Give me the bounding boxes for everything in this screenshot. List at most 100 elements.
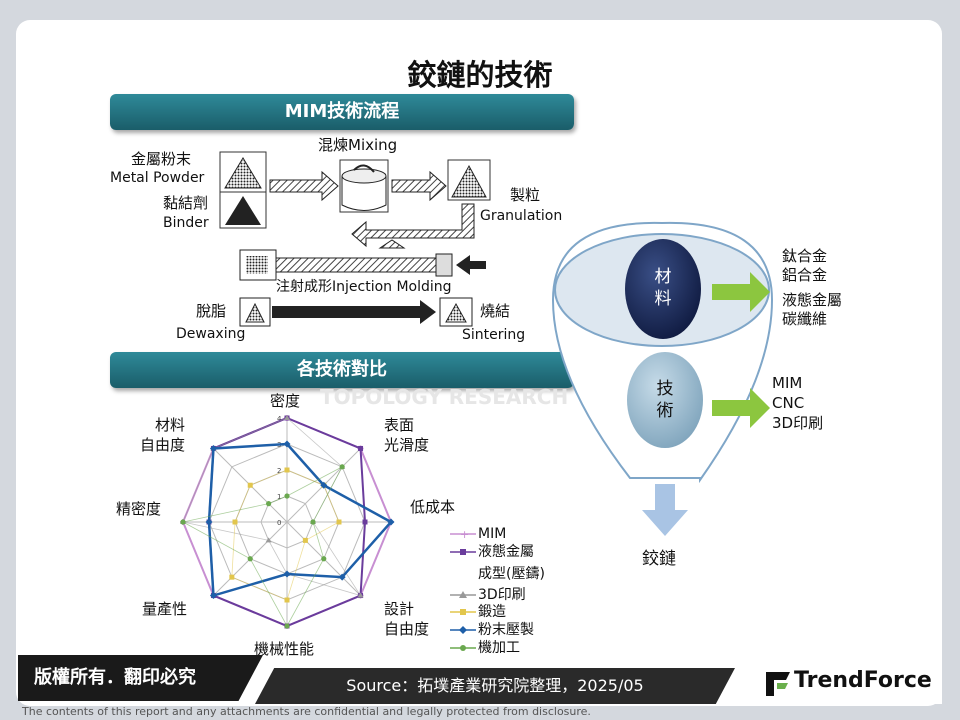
label-binder-en: Binder <box>163 215 209 231</box>
radar-point <box>232 519 238 525</box>
legend-powder-pressing: 粉末壓製 <box>478 622 534 638</box>
radar-point <box>362 519 368 525</box>
radar-point <box>180 519 186 525</box>
radar-point <box>266 501 272 507</box>
radar-point <box>284 415 290 420</box>
legend-machining: 機加工 <box>478 640 520 656</box>
mixer-icon <box>339 159 389 213</box>
radar-axis-label-mass-production: 量產性 <box>142 600 188 618</box>
watermark: TOPOLOGY RESEARCH <box>320 385 569 409</box>
arrow-to-mixer-icon <box>269 170 339 202</box>
radar-tick-label: 4 <box>277 415 282 423</box>
tech-circle-icon <box>627 352 703 448</box>
arrow-to-granulation-icon <box>391 170 447 202</box>
trendforce-logo-text: TrendForce <box>794 668 932 693</box>
footer-disclaimer: The contents of this report and any atta… <box>22 705 591 718</box>
granulation-icon <box>447 159 491 201</box>
radar-axis-label-smoothness-2: 光滑度 <box>384 436 430 454</box>
radar-point <box>284 623 290 629</box>
powder-box-icon <box>219 151 267 193</box>
section-header-mim-process: MIM技術流程 <box>110 94 574 130</box>
radar-point <box>357 592 364 598</box>
tech-item-cnc: CNC <box>772 394 805 412</box>
radar-point <box>284 467 290 473</box>
label-granulation-zh: 製粒 <box>510 186 541 204</box>
radar-point <box>247 556 253 562</box>
svg-text:+: + <box>460 528 469 541</box>
radar-axis-label-mechanical: 機械性能 <box>254 640 315 658</box>
material-circle-label: 材料 <box>654 267 672 309</box>
legend-liquid-metal-1: 液態金屬 <box>478 544 534 560</box>
radar-axis-label-design-1: 設計 <box>384 600 415 618</box>
label-metal-powder-en: Metal Powder <box>110 170 205 186</box>
radar-point <box>302 537 308 543</box>
sintering-icon <box>439 297 473 327</box>
radar-axis-label-smoothness-1: 表面 <box>384 416 415 434</box>
radar-point <box>284 493 290 499</box>
radar-legend-markers: + <box>450 528 476 651</box>
radar-axis-label-material-2: 自由度 <box>140 436 186 454</box>
radar-point <box>247 482 253 488</box>
trendforce-logo: TrendForce <box>760 664 942 704</box>
radar-point <box>339 464 345 470</box>
injection-machine-icon <box>239 239 486 281</box>
radar-tick-label: 2 <box>277 467 281 475</box>
material-item-liquid-metal: 液態金屬 <box>782 291 843 309</box>
tech-item-mim: MIM <box>772 374 803 392</box>
legend-forging: 鍛造 <box>478 604 506 620</box>
green-arrow-material-icon <box>712 272 770 312</box>
legend-mim: MIM <box>478 526 507 542</box>
radar-point <box>336 519 342 525</box>
radar-point <box>265 537 272 543</box>
material-item-aluminum: 鋁合金 <box>782 266 828 284</box>
label-sintering-en: Sintering <box>462 327 526 343</box>
radar-axis-label-material-1: 材料 <box>155 416 186 434</box>
radar-point <box>283 570 291 578</box>
arrow-to-sintering-icon <box>272 300 436 324</box>
material-item-carbon-fiber: 碳纖維 <box>782 310 828 328</box>
label-binder-zh: 黏結劑 <box>163 194 209 212</box>
radar-axis-label-low-cost: 低成本 <box>410 498 456 516</box>
radar-point <box>209 444 217 452</box>
label-granulation-en: Granulation <box>480 208 563 224</box>
dewaxing-icon <box>239 297 271 327</box>
green-arrow-tech-icon <box>712 388 770 428</box>
radar-point <box>310 519 316 525</box>
section-header-tech-compare: 各技術對比 <box>110 352 574 388</box>
radar-point <box>387 518 395 526</box>
label-sintering-zh: 燒結 <box>480 302 511 320</box>
legend-3d-printing: 3D印刷 <box>478 587 526 603</box>
legend-liquid-metal-2: 成型(壓鑄) <box>478 566 545 582</box>
page-title: 鉸鏈的技術 <box>407 58 553 92</box>
radar-point <box>320 481 328 489</box>
radar-point <box>209 592 217 600</box>
radar-point <box>283 440 291 448</box>
label-mixing: 混煉Mixing <box>318 136 398 154</box>
radar-point <box>358 445 364 451</box>
radar-point <box>321 556 327 562</box>
footer-copyright: 版權所有．翻印必究 <box>18 655 263 701</box>
funnel-result-hinge: 鉸鏈 <box>642 549 676 569</box>
binder-box-icon <box>219 191 267 229</box>
tech-circle-label: 技術 <box>656 379 674 421</box>
radar-axis-label-precision: 精密度 <box>116 500 162 518</box>
radar-point <box>284 597 290 603</box>
arrow-to-injection-icon <box>351 203 475 248</box>
label-dewaxing-en: Dewaxing <box>176 326 246 342</box>
material-item-titanium: 鈦合金 <box>782 247 828 265</box>
label-metal-powder-zh: 金屬粉末 <box>131 150 192 168</box>
label-injection: 注射成形Injection Molding <box>276 279 452 295</box>
radar-tick-label: 1 <box>277 493 281 501</box>
material-circle-icon <box>625 239 701 339</box>
trendforce-logo-icon <box>766 672 790 696</box>
radar-point <box>338 573 346 581</box>
radar-axis-label-density: 密度 <box>270 392 301 410</box>
radar-point <box>229 574 235 580</box>
radar-axis-label-design-2: 自由度 <box>384 620 430 638</box>
label-dewaxing-zh: 脫脂 <box>196 302 227 320</box>
tech-item-3d-printing: 3D印刷 <box>772 414 824 432</box>
down-arrow-icon <box>642 484 688 536</box>
